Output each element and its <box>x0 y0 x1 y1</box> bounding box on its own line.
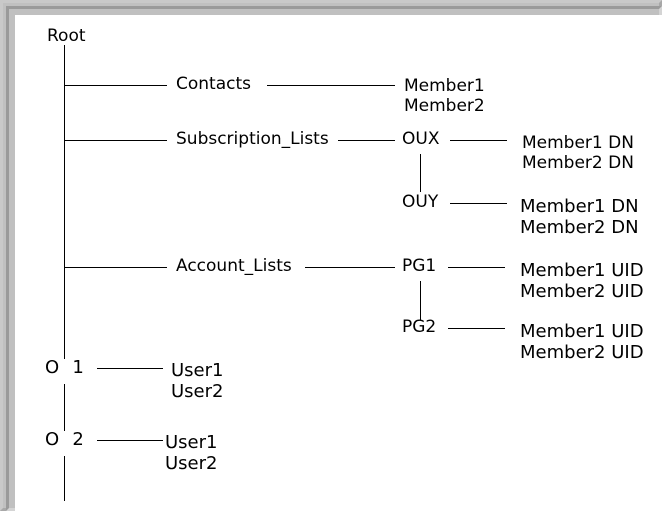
window-bevel: Root Contacts Member1 Member2 Subscripti… <box>6 6 662 514</box>
connector-pg1-members <box>448 267 505 268</box>
connector-contacts-members <box>267 85 395 86</box>
connector-oux-ouy <box>420 154 421 192</box>
leaf-ou2-user1[interactable]: User1 <box>165 432 218 453</box>
node-account-lists[interactable]: Account_Lists <box>176 256 292 276</box>
leaf-contacts-member2[interactable]: Member2 <box>404 96 485 116</box>
diagram-canvas: Root Contacts Member1 Member2 Subscripti… <box>15 15 662 514</box>
connector-subscription-lists-oux <box>338 140 395 141</box>
leaf-ouy-member2[interactable]: Member2 DN <box>520 217 639 238</box>
trunk-mask-ou1 <box>59 359 71 384</box>
leaf-oux-member2[interactable]: Member2 DN <box>522 153 634 173</box>
connector-pg2-members <box>448 328 505 329</box>
leaf-ou1-user2[interactable]: User2 <box>171 381 224 402</box>
connector-ouy-members <box>450 203 507 204</box>
node-contacts[interactable]: Contacts <box>176 74 251 94</box>
leaf-ou2-user2[interactable]: User2 <box>165 453 218 474</box>
trunk-mask-ou2 <box>59 431 71 456</box>
node-ouy[interactable]: OUY <box>402 192 439 212</box>
node-subscription-lists[interactable]: Subscription_Lists <box>176 129 329 149</box>
leaf-contacts-member1[interactable]: Member1 <box>404 76 485 96</box>
connector-ou1-users <box>97 368 163 369</box>
leaf-ouy-member1[interactable]: Member1 DN <box>520 196 639 217</box>
connector-ou2-users <box>97 440 163 441</box>
trunk-line <box>64 45 65 501</box>
node-root[interactable]: Root <box>47 26 86 46</box>
connector-root-subscription-lists <box>64 140 167 141</box>
leaf-oux-member1[interactable]: Member1 DN <box>522 133 634 153</box>
connector-account-lists-pg1 <box>305 267 395 268</box>
leaf-pg2-member2[interactable]: Member2 UID <box>520 342 644 363</box>
leaf-ou1-user1[interactable]: User1 <box>171 360 224 381</box>
leaf-pg1-member2[interactable]: Member2 UID <box>520 281 644 302</box>
connector-oux-members <box>450 140 507 141</box>
connector-root-account-lists <box>64 267 167 268</box>
node-pg2[interactable]: PG2 <box>402 317 437 337</box>
connector-pg1-pg2 <box>420 281 421 320</box>
connector-root-contacts <box>64 85 167 86</box>
node-oux[interactable]: OUX <box>402 129 440 149</box>
leaf-pg1-member1[interactable]: Member1 UID <box>520 260 644 281</box>
node-pg1[interactable]: PG1 <box>402 256 437 276</box>
leaf-pg2-member1[interactable]: Member1 UID <box>520 321 644 342</box>
